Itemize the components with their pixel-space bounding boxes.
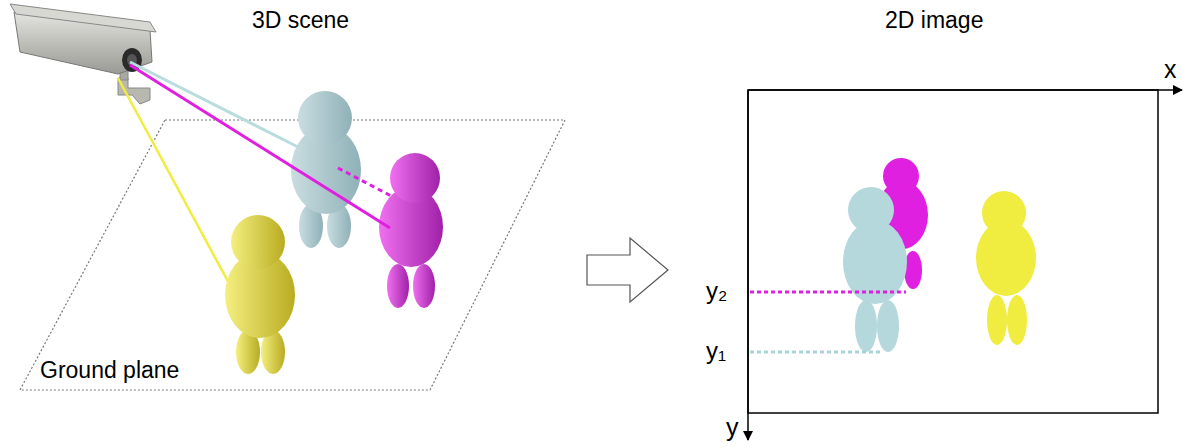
person-figure xyxy=(379,153,443,308)
y2-guide xyxy=(750,291,906,294)
person-figure xyxy=(976,191,1036,345)
panel-title: 3D scene xyxy=(252,8,349,33)
transform-arrow xyxy=(587,238,668,302)
y-axis xyxy=(747,90,749,440)
ground-label: Ground plane xyxy=(40,358,179,383)
axis-label: y xyxy=(726,414,739,442)
ground-plane xyxy=(20,120,565,390)
level-label: y₂ xyxy=(706,278,727,304)
person-figure xyxy=(291,91,361,248)
person-figure xyxy=(843,187,907,352)
person-figure xyxy=(225,215,295,374)
axis-label: x xyxy=(1164,56,1177,84)
image-frame xyxy=(748,90,1158,413)
x-axis xyxy=(748,89,1182,91)
sight-line xyxy=(130,65,390,228)
sight-line xyxy=(118,78,238,300)
level-label: y₁ xyxy=(706,338,726,364)
camera-icon xyxy=(10,4,156,104)
sight-line xyxy=(130,62,300,148)
y1-guide xyxy=(750,351,880,354)
panel-title: 2D image xyxy=(885,8,983,33)
dotted-sight-line xyxy=(338,168,395,198)
